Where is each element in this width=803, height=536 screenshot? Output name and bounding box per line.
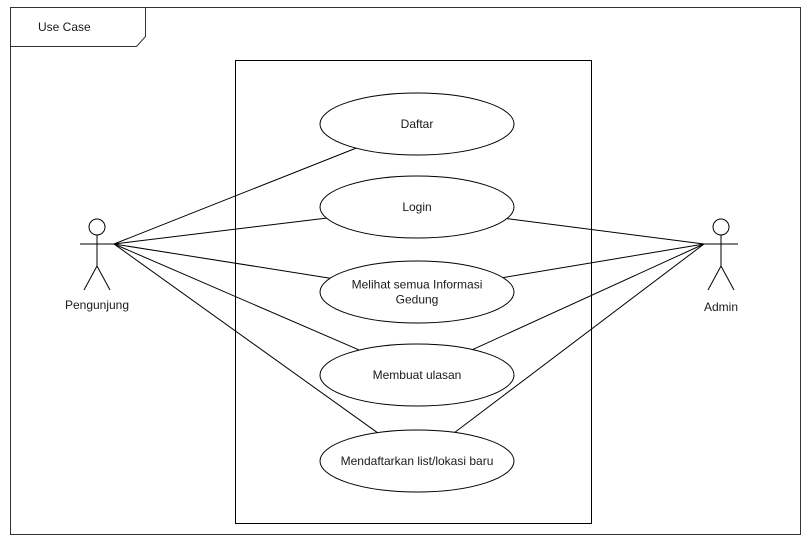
actor-label-pengunjung: Pengunjung xyxy=(65,298,129,312)
use-case-daftar: Daftar xyxy=(319,92,515,156)
use-case-ellipse xyxy=(319,175,515,239)
association-pengunjung-login xyxy=(113,217,327,245)
use-case-login: Login xyxy=(319,175,515,239)
actor-pengunjung: Pengunjung xyxy=(65,218,129,312)
association-pengunjung-mendaftarkan xyxy=(113,243,378,434)
association-admin-ulasan xyxy=(472,243,705,351)
association-pengunjung-ulasan xyxy=(113,243,360,351)
actor-label-admin: Admin xyxy=(704,300,738,314)
use-case-label: Mendaftarkan list/lokasi baru xyxy=(341,454,494,468)
actor-right-leg xyxy=(720,265,735,291)
actor-head xyxy=(88,218,106,236)
frame-tab xyxy=(10,7,146,47)
system-boundary xyxy=(235,60,592,524)
association-pengunjung-melihat xyxy=(113,243,331,279)
association-admin-mendaftarkan xyxy=(454,243,705,433)
use-case-ellipse xyxy=(319,343,515,407)
frame-label: Use Case xyxy=(38,20,91,34)
use-case-ellipse xyxy=(319,92,515,156)
use-case-label: Gedung xyxy=(396,293,439,307)
actor-left-leg xyxy=(83,265,98,291)
association-admin-login xyxy=(506,218,705,245)
actor-right-leg xyxy=(96,265,111,291)
use-case-label: Login xyxy=(402,200,431,214)
use-case-mendaftarkan: Mendaftarkan list/lokasi baru xyxy=(319,429,515,493)
use-case-label: Melihat semua Informasi xyxy=(352,278,483,292)
diagram-frame xyxy=(10,7,801,535)
use-case-ellipse xyxy=(319,429,515,493)
actor-head xyxy=(712,218,730,236)
association-admin-melihat xyxy=(502,243,705,279)
association-pengunjung-daftar xyxy=(113,147,357,245)
use-case-ellipse xyxy=(319,260,515,324)
actor-left-leg xyxy=(707,265,722,291)
use-case-ulasan: Membuat ulasan xyxy=(319,343,515,407)
use-case-label: Membuat ulasan xyxy=(373,368,462,382)
actor-admin: Admin xyxy=(704,218,738,314)
use-case-label: Daftar xyxy=(401,117,434,131)
association-lines xyxy=(113,147,705,434)
